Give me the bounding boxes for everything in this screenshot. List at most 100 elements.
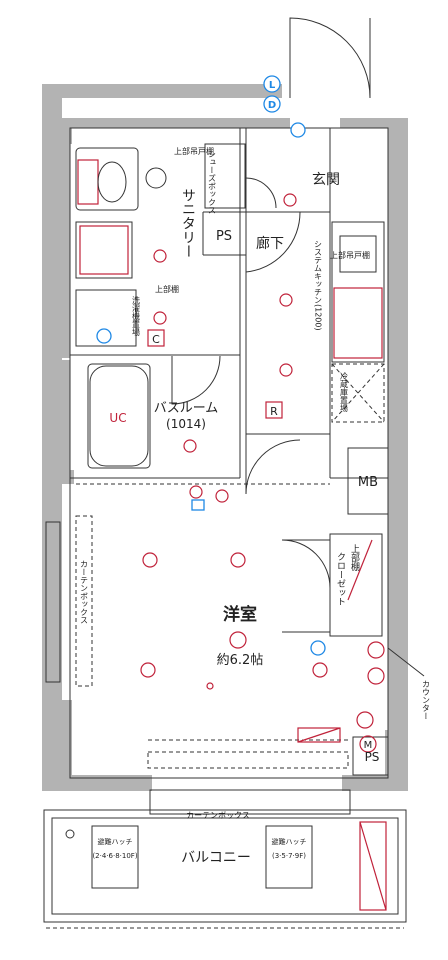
light-room-2	[230, 552, 246, 568]
fridge-x-2	[331, 363, 385, 423]
room-western-area: 約6.2帖	[217, 653, 264, 668]
light-corridor-2	[279, 363, 293, 377]
wall-room-corner	[62, 470, 74, 484]
outlet-room-1	[189, 485, 203, 499]
room-sanitary-label: サニタリー	[180, 188, 196, 258]
label-system-kitchen: システムキッチン(1200)	[314, 240, 323, 331]
closet-door-2	[282, 584, 331, 633]
room-labels: 玄関 廊下 PS バスルーム (1014) MB 洋室 約6.2帖 PS バルコ…	[92, 146, 379, 866]
closet	[329, 533, 383, 637]
wall-right-bottom	[385, 730, 408, 790]
label-closet: クローゼット	[335, 552, 346, 606]
outlet-counter	[367, 641, 385, 659]
balcony	[43, 809, 407, 929]
marker-c: C	[152, 333, 160, 346]
info-icon-entrance	[290, 122, 306, 138]
label-kitchen-upper: 上部吊戸棚	[330, 250, 370, 260]
room-ps-upper-label: PS	[216, 229, 232, 244]
left-window	[45, 521, 61, 683]
hatch-right-box	[265, 825, 313, 889]
label-hatch-right: 避難ハッチ	[272, 837, 307, 846]
light-bath	[183, 439, 197, 453]
heater-line	[297, 727, 341, 743]
kitchen-counter	[331, 221, 385, 363]
room-bathroom-label: バスルーム	[154, 401, 219, 416]
label-upper-shelf: 上部棚	[155, 284, 179, 294]
shoe-door	[245, 177, 277, 209]
marker-r-box	[265, 401, 283, 419]
label-hatch-left: 避難ハッチ	[98, 837, 133, 846]
lighting-fixtures	[140, 193, 385, 729]
wall-bath-left	[62, 360, 70, 480]
washing-machine-area	[75, 289, 137, 347]
heater-unit	[297, 727, 341, 743]
curtain-boxes	[45, 483, 351, 815]
info-l: L	[269, 80, 276, 91]
light-sanitary	[153, 249, 167, 263]
label-hatch-right-floors: (3·5·7·9F)	[272, 852, 306, 860]
info-icon-room	[310, 640, 326, 656]
light-room-1	[142, 552, 158, 568]
label-hatch-left-floors: (2·4·6·8·10F)	[92, 852, 137, 860]
balcony-outline	[43, 809, 407, 923]
entrance-door	[289, 17, 371, 99]
label-fridge: 冷蔵庫置場	[340, 371, 349, 413]
light-room-4	[312, 662, 328, 678]
balcony-drain	[65, 829, 75, 839]
sink-counter	[75, 147, 139, 211]
kitchen-sink	[339, 235, 377, 273]
outdoor-unit-x	[359, 821, 387, 911]
bathtub	[89, 365, 149, 467]
light-corridor-1	[279, 293, 293, 307]
room-corridor-label: 廊下	[256, 235, 284, 252]
wall-top-left	[42, 84, 282, 98]
closet-door	[281, 539, 331, 589]
shoe-box-outline	[204, 143, 246, 209]
partitions	[69, 127, 389, 779]
info-icon-tv	[191, 499, 205, 511]
wall-top-right	[340, 118, 408, 128]
corridor-door	[245, 211, 301, 273]
washbasin-inner	[79, 225, 129, 275]
wall-right	[388, 118, 408, 788]
closet-hanger	[347, 539, 373, 601]
room-ps-lower-label: PS	[365, 750, 380, 764]
balcony-window	[149, 789, 351, 815]
wall-left	[42, 84, 62, 784]
light-entrance	[283, 193, 297, 207]
sanitary-fixtures	[75, 147, 167, 469]
room-door	[245, 439, 301, 495]
label-shoe-box: シューズボックス	[208, 150, 217, 214]
light-room-5	[356, 711, 374, 729]
outdoor-unit	[359, 821, 387, 911]
markers: C R M UC	[109, 329, 377, 753]
hatch-left-box	[91, 825, 139, 889]
light-room-3	[140, 662, 156, 678]
sanitary-door	[171, 355, 221, 405]
label-counter: カウンター	[422, 680, 431, 720]
balcony-inner	[51, 817, 399, 915]
marker-m-circle	[359, 735, 377, 753]
room-mb-label: MB	[358, 475, 378, 490]
basin	[145, 167, 167, 189]
light-washing	[153, 311, 167, 325]
kitchen	[331, 221, 385, 423]
room-balcony-label: バルコニー	[181, 850, 251, 866]
walls	[42, 84, 408, 791]
info-icons: L D	[96, 75, 326, 656]
room-entrance-label: 玄関	[312, 171, 340, 188]
wall-bottom-left	[42, 775, 152, 791]
info-icon-sanitary	[96, 328, 112, 344]
outlet-room-2	[215, 489, 229, 503]
room-western-label: 洋室	[223, 604, 257, 625]
info-d: D	[268, 100, 276, 111]
info-icon-d	[263, 95, 281, 113]
room-bathroom-size: (1014)	[166, 417, 206, 431]
wall-corner-top	[62, 118, 72, 144]
outlet-counter-2	[367, 667, 385, 685]
marker-m: M	[364, 740, 373, 751]
bathtub-frame	[87, 363, 151, 469]
closet-outline	[329, 533, 383, 637]
marker-c-box	[147, 329, 165, 347]
